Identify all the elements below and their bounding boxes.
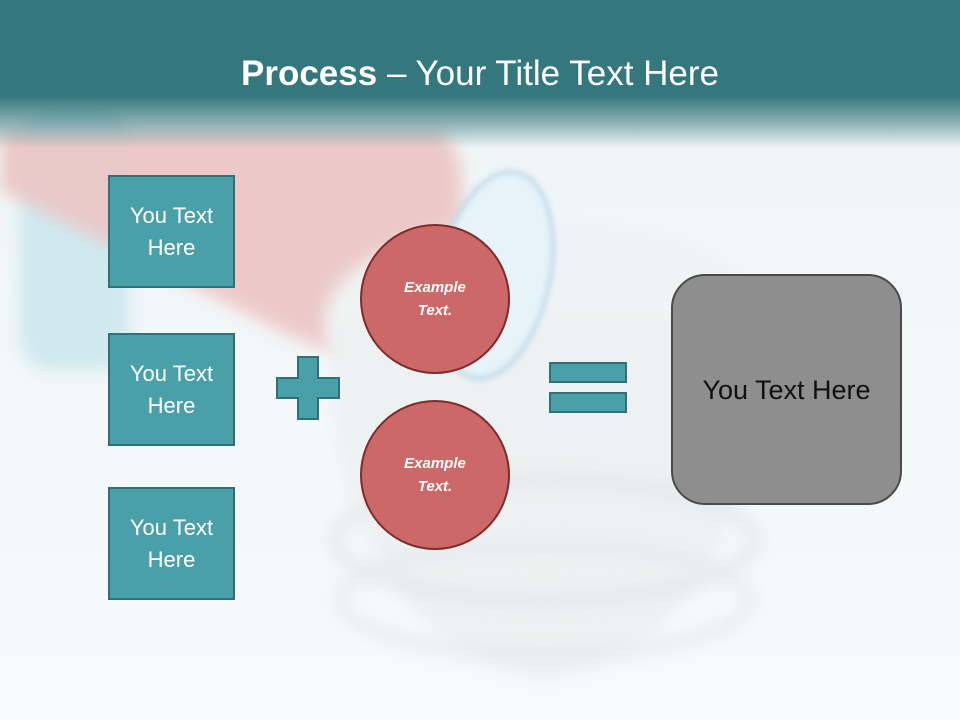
header-band bbox=[0, 0, 960, 148]
text-box-label: You Text Here bbox=[129, 514, 214, 572]
example-circle-1[interactable]: Example Text. bbox=[360, 224, 510, 374]
result-box[interactable]: You Text Here bbox=[671, 274, 902, 505]
text-box-label: You Text Here bbox=[129, 202, 214, 260]
slide-title: Process – Your Title Text Here bbox=[0, 52, 960, 96]
text-box-3[interactable]: You Text Here bbox=[108, 487, 235, 600]
result-label: You Text Here bbox=[702, 374, 871, 405]
title-rest-part: – Your Title Text Here bbox=[377, 54, 719, 93]
plus-icon bbox=[276, 356, 340, 420]
circle-label: Example Text. bbox=[404, 455, 466, 495]
example-circle-2[interactable]: Example Text. bbox=[360, 400, 510, 550]
equals-icon-top-bar bbox=[549, 362, 627, 383]
title-bold-part: Process bbox=[241, 54, 378, 93]
equals-icon-bottom-bar bbox=[549, 392, 627, 413]
circle-label: Example Text. bbox=[404, 279, 466, 319]
text-box-2[interactable]: You Text Here bbox=[108, 333, 235, 446]
text-box-label: You Text Here bbox=[129, 360, 214, 418]
text-box-1[interactable]: You Text Here bbox=[108, 175, 235, 288]
